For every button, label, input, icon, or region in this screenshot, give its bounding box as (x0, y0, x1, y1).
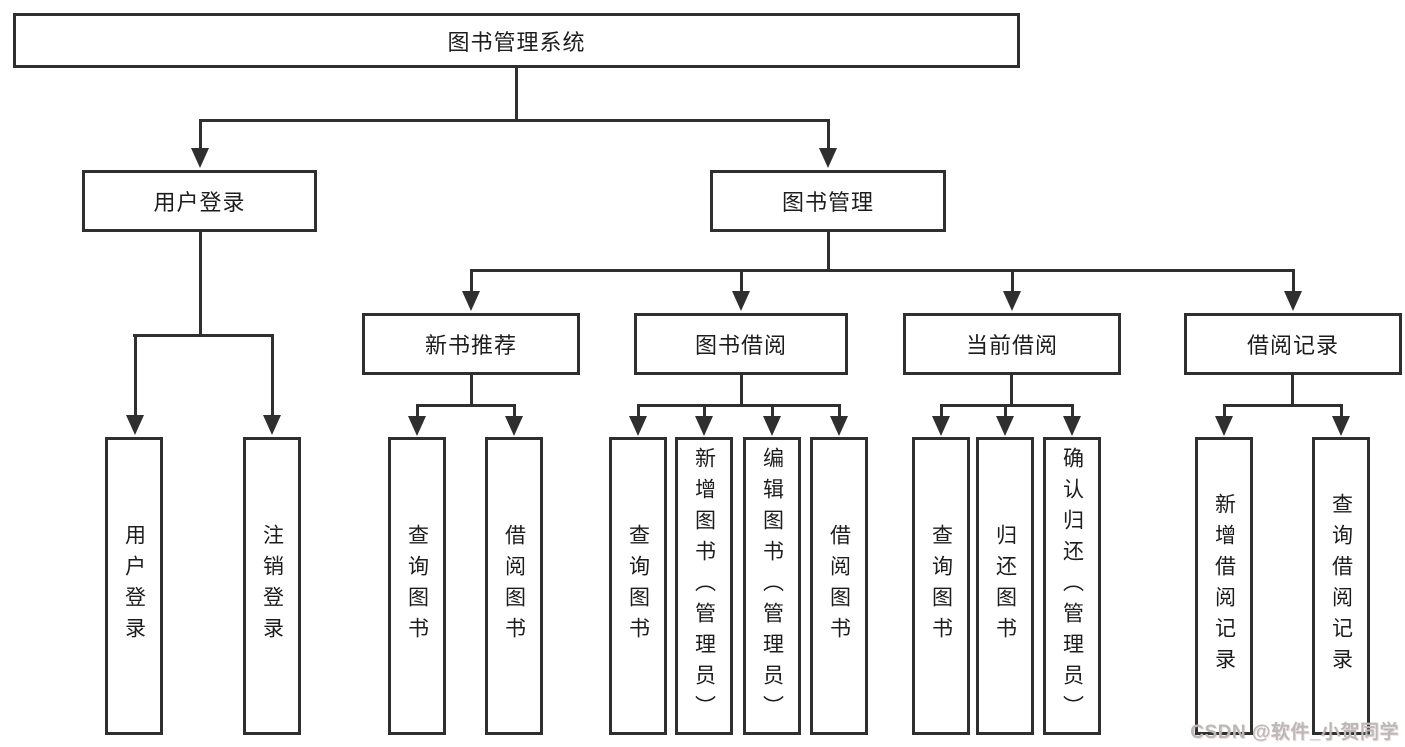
leaf-confirm-return-admin-label: 确认归还（管理员） (1060, 446, 1084, 726)
edge-root-vline (515, 68, 518, 121)
edge-root-hline (199, 119, 830, 122)
leaf-logout: 注销登录 (243, 437, 301, 735)
edge-records-hline (1223, 404, 1343, 407)
leaf-add-books-admin-label: 新增图书（管理员） (692, 446, 716, 726)
arrow-to-borrowing-query-books (629, 404, 647, 436)
leaf-borrow-books: 借阅图书 (810, 437, 868, 735)
leaf-query-borrow-record-label: 查询借阅记录 (1329, 493, 1353, 679)
edge-user-login-hline (133, 334, 274, 337)
edge-recommend-hline (416, 404, 516, 407)
csdn-watermark: CSDN @软件_小贺同学 (1190, 722, 1399, 743)
arrow-to-edit-books (763, 404, 781, 436)
leaf-current-query-books: 查询图书 (912, 437, 970, 735)
leaf-recommend-query-books: 查询图书 (388, 437, 446, 735)
leaf-logout-label: 注销登录 (260, 524, 284, 648)
arrow-to-book-borrowing (732, 269, 750, 311)
leaf-edit-books-admin-label: 编辑图书（管理员） (760, 446, 784, 726)
leaf-recommend-borrow-books-label: 借阅图书 (502, 524, 526, 648)
leaf-user-login: 用户登录 (105, 437, 163, 735)
arrow-to-confirm-return (1063, 404, 1081, 436)
arrow-to-add-books (695, 404, 713, 436)
node-library-management-system: 图书管理系统 (13, 13, 1020, 68)
leaf-confirm-return-admin: 确认归还（管理员） (1043, 437, 1101, 735)
edge-book-management-vline (827, 232, 830, 271)
leaf-add-books-admin: 新增图书（管理员） (675, 437, 733, 735)
arrow-to-return-books (996, 404, 1014, 436)
leaf-query-borrow-record: 查询借阅记录 (1312, 437, 1370, 735)
leaf-return-books: 归还图书 (976, 437, 1034, 735)
leaf-return-books-label: 归还图书 (993, 524, 1017, 648)
leaf-user-login-label: 用户登录 (122, 524, 146, 648)
leaf-recommend-query-books-label: 查询图书 (405, 524, 429, 648)
leaf-add-borrow-record: 新增借阅记录 (1195, 437, 1253, 735)
arrow-to-user-login (191, 119, 209, 168)
node-borrowing-records: 借阅记录 (1184, 313, 1402, 375)
edge-current-hline (940, 404, 1074, 407)
leaf-add-borrow-record-label: 新增借阅记录 (1212, 493, 1236, 679)
arrow-to-borrow-books (830, 404, 848, 436)
leaf-borrow-books-label: 借阅图书 (827, 524, 851, 648)
node-book-management: 图书管理 (710, 170, 946, 232)
node-current-borrowing: 当前借阅 (903, 313, 1121, 375)
node-new-book-recommendation: 新书推荐 (362, 313, 580, 375)
arrow-to-recommend-query-books (408, 404, 426, 436)
arrow-to-leaf-user-login (126, 334, 144, 435)
edge-records-vline (1291, 375, 1294, 407)
edge-borrowing-hline (637, 404, 841, 407)
arrow-to-leaf-logout (263, 334, 281, 435)
arrow-to-current-query-books (932, 404, 950, 436)
edge-recommend-vline (470, 375, 473, 407)
leaf-recommend-borrow-books: 借阅图书 (485, 437, 543, 735)
edge-book-management-hline (470, 269, 1295, 272)
leaf-edit-books-admin: 编辑图书（管理员） (743, 437, 801, 735)
arrow-to-book-management (819, 119, 837, 168)
node-book-borrowing: 图书借阅 (634, 313, 848, 375)
arrow-to-new-book-recommendation (462, 269, 480, 311)
leaf-borrowing-query-books: 查询图书 (609, 437, 667, 735)
arrow-to-current-borrowing (1003, 269, 1021, 311)
arrow-to-recommend-borrow-books (505, 404, 523, 436)
edge-current-vline (1010, 375, 1013, 407)
edge-user-login-vline (199, 232, 202, 336)
arrow-to-borrowing-records (1284, 269, 1302, 311)
arrow-to-add-borrow-record (1215, 404, 1233, 436)
edge-borrowing-vline (740, 375, 743, 407)
node-user-login: 用户登录 (82, 170, 317, 232)
leaf-borrowing-query-books-label: 查询图书 (626, 524, 650, 648)
arrow-to-query-borrow-record (1332, 404, 1350, 436)
leaf-current-query-books-label: 查询图书 (929, 524, 953, 648)
